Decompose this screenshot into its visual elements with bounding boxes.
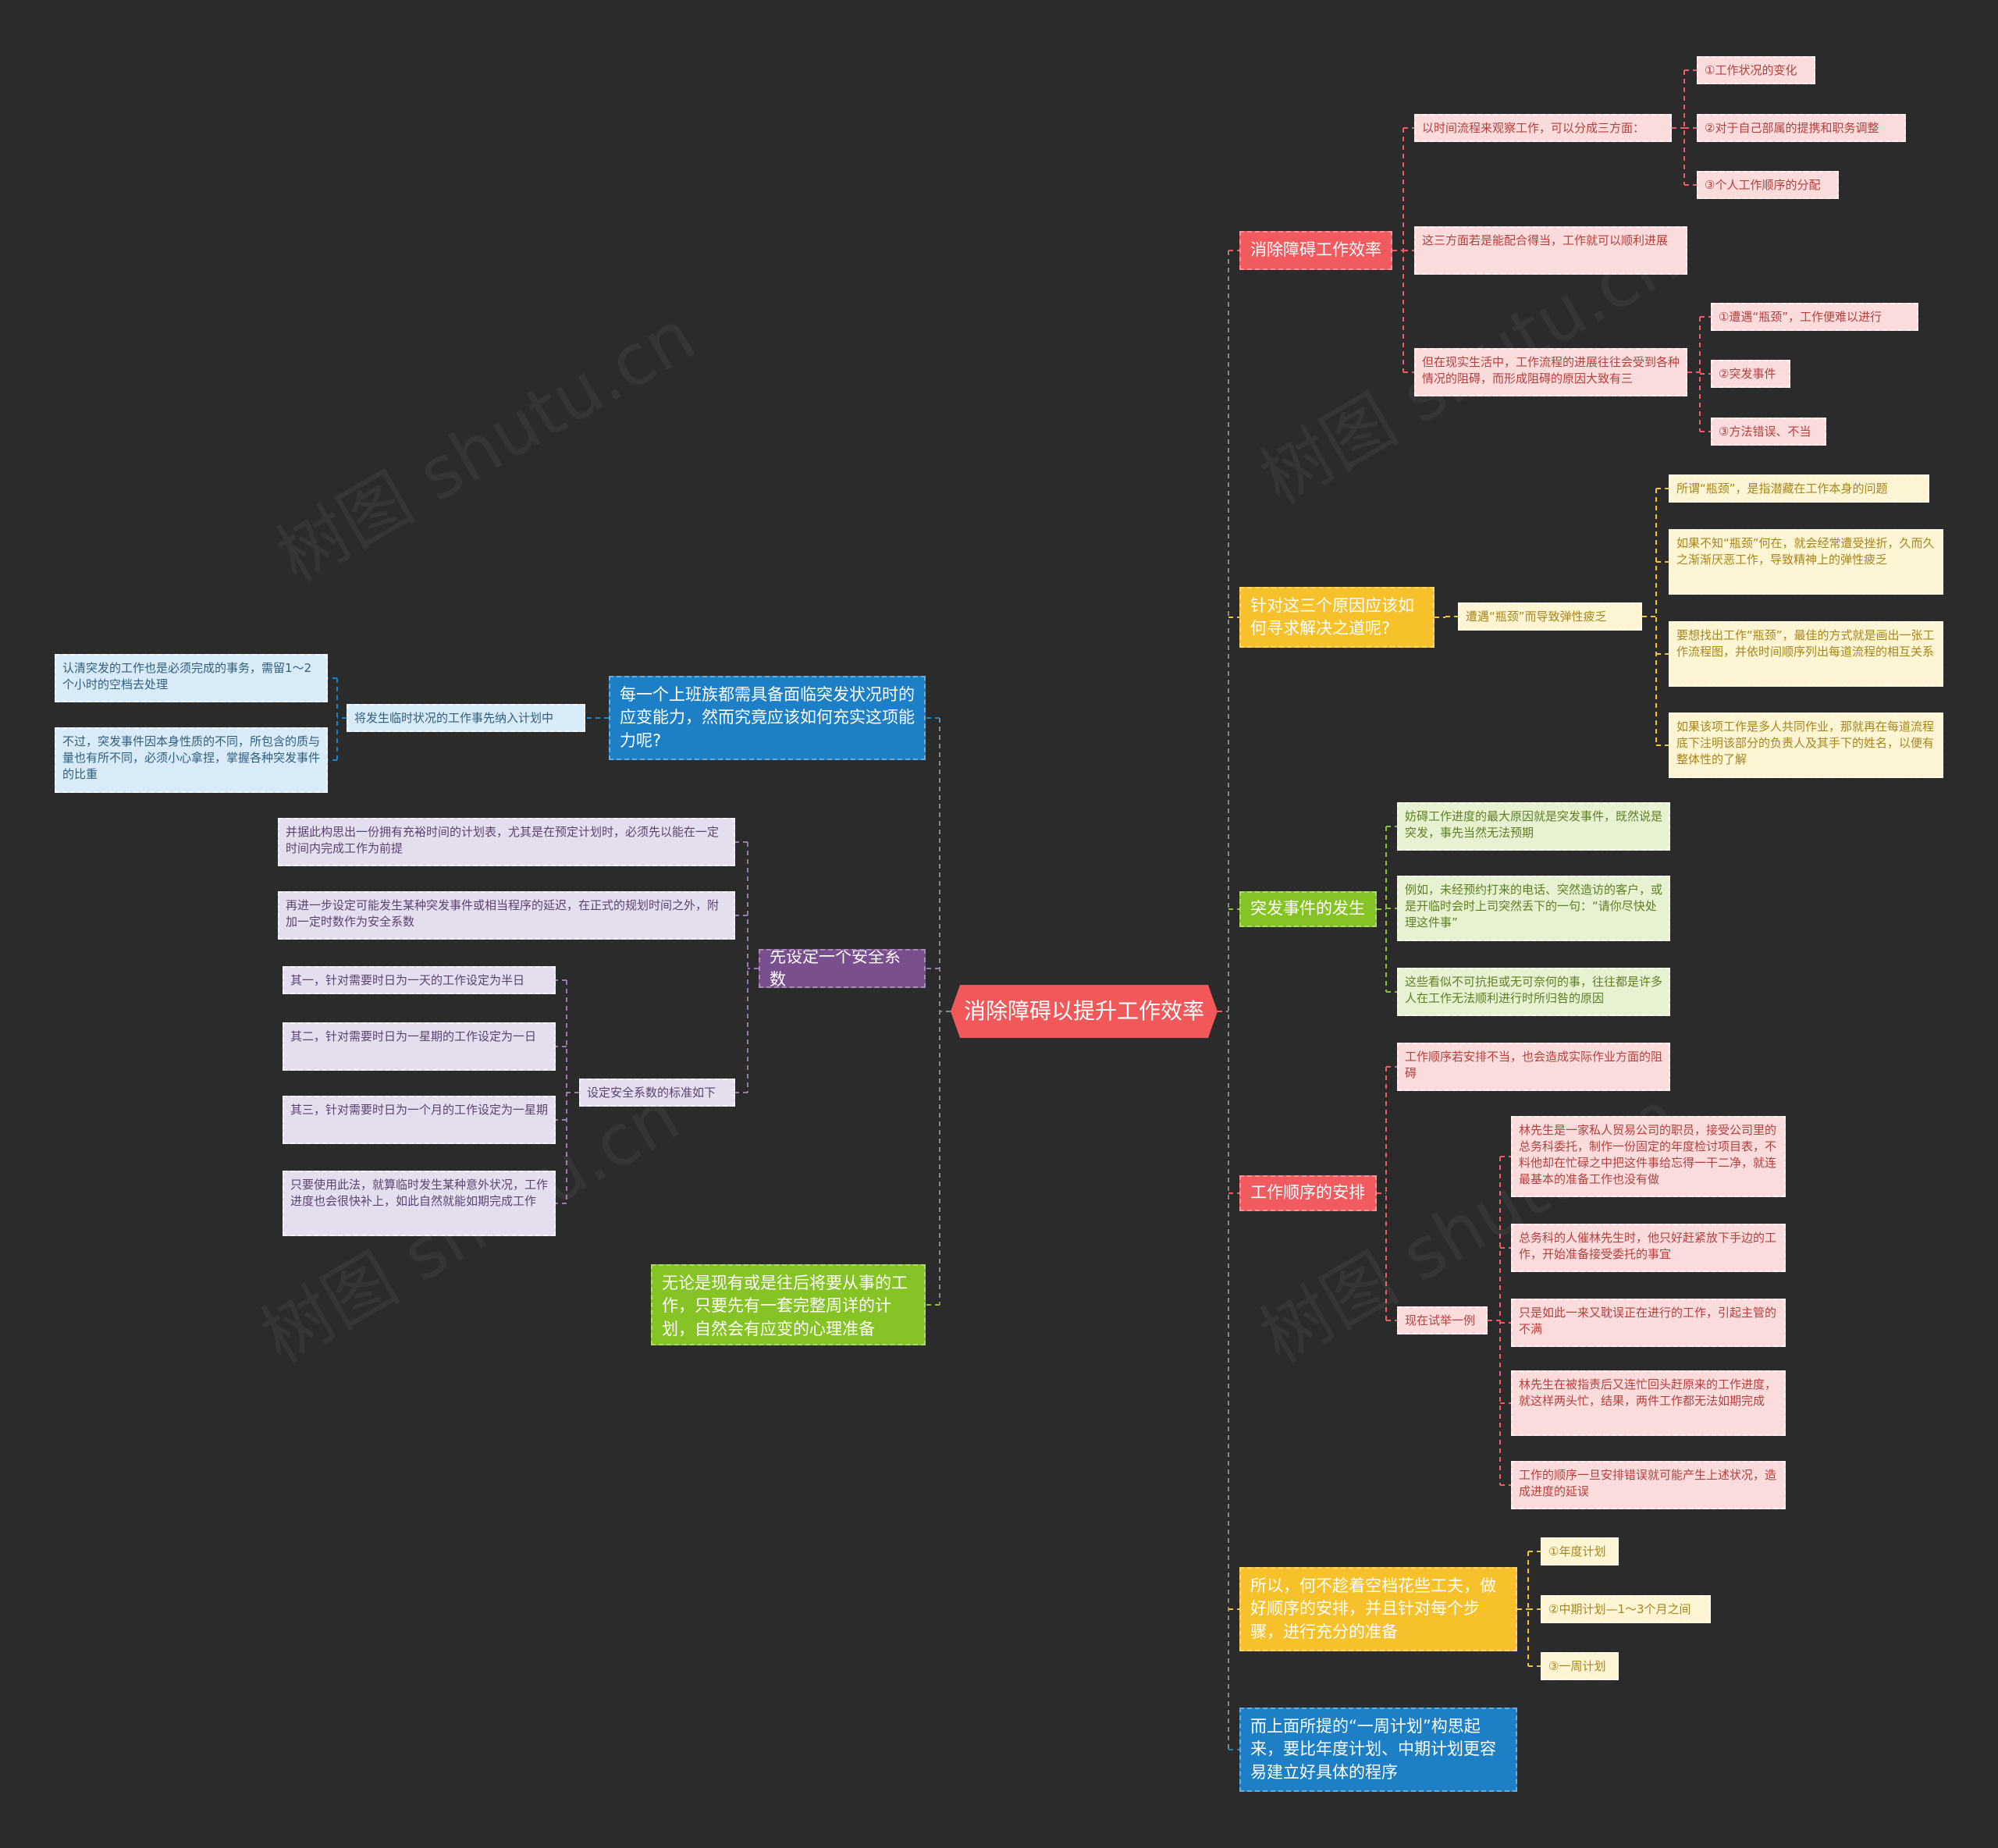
node-time-flow[interactable]: 以时间流程来观察工作，可以分成三方面： (1414, 114, 1672, 142)
node-reserve-time[interactable]: 认清突发的工作也是必须完成的事务，需留1～2个小时的空档去处理 (55, 654, 328, 702)
node-bottleneck-definition[interactable]: 所谓“瓶颈”，是指潜藏在工作本身的问题 (1669, 474, 1929, 503)
node-flowchart[interactable]: 要想找出工作“瓶颈”，最佳的方式就是画出一张工作流程图，并依时间顺序列出每道流程… (1669, 621, 1943, 687)
branch-weekly-plan-easier[interactable]: 而上面所提的“一周计划”构思起来，要比年度计划、中期计划更容易建立好具体的程序 (1239, 1708, 1517, 1792)
node-safety-standard[interactable]: 设定安全系数的标准如下 (579, 1079, 735, 1107)
node-bottleneck[interactable]: ①遭遇“瓶颈”，工作便难以进行 (1711, 303, 1918, 331)
node-smooth-progress[interactable]: 这三方面若是能配合得当，工作就可以顺利进展 (1414, 226, 1687, 275)
branch-work-order[interactable]: 工作顺序的安排 (1239, 1175, 1377, 1211)
node-team-work[interactable]: 如果该项工作是多人共同作业，那就再在每道流程底下注明该部分的负责人及其手下的姓名… (1669, 713, 1943, 778)
node-ample-schedule[interactable]: 并据此构思出一份拥有充裕时间的计划表，尤其是在预定计划时，必须先以能在一定时间内… (278, 818, 735, 866)
node-order-conclusion[interactable]: 工作的顺序一旦安排错误就可能产生上述状况，造成进度的延误 (1511, 1461, 1786, 1509)
node-example-calls[interactable]: 例如，未经预约打来的电话、突然造访的客户，或是开临时会时上司突然丢下的一句：“请… (1397, 876, 1670, 941)
branch-safety-factor[interactable]: 先设定一个安全系数 (759, 949, 926, 988)
node-standard-day[interactable]: 其一，针对需要时日为一天的工作设定为半日 (283, 966, 556, 994)
branch-preparation[interactable]: 所以，何不趁着空档花些工夫，做好顺序的安排，并且针对每个步骤，进行充分的准备 (1239, 1567, 1517, 1651)
node-wrong-method[interactable]: ③方法错误、不当 (1711, 418, 1826, 446)
node-excuses[interactable]: 这些看似不可抗拒或无可奈何的事，往往都是许多人在工作无法顺利进行时所归咎的原因 (1397, 968, 1670, 1016)
branch-adaptability[interactable]: 每一个上班族都需具备面临突发状况时的应变能力，然而究竟应该如何充实这项能力呢? (609, 676, 926, 760)
node-mr-lin-forgot[interactable]: 林先生是一家私人贸易公司的职员，接受公司里的总务科委托，制作一份固定的年度检讨项… (1511, 1116, 1786, 1197)
node-order-obstacle[interactable]: 工作顺序若安排不当，也会造成实际作业方面的阻碍 (1397, 1043, 1670, 1091)
branch-mental-preparation[interactable]: 无论是现有或是往后将要从事的工作，只要先有一套完整周详的计划，自然会有应变的心理… (651, 1264, 926, 1345)
node-biggest-reason[interactable]: 妨碍工作进度的最大原因就是突发事件，既然说是突发，事先当然无法预期 (1397, 802, 1670, 851)
node-bottleneck-frustration[interactable]: 如果不知“瓶颈”何在，就会经常遭受挫折，久而久之渐渐厌恶工作，导致精神上的弹性疲… (1669, 529, 1943, 595)
branch-eliminate-obstacles[interactable]: 消除障碍工作效率 (1239, 231, 1392, 270)
node-work-status-change[interactable]: ①工作状况的变化 (1697, 56, 1815, 84)
root-topic[interactable]: 消除障碍以提升工作效率 (951, 985, 1218, 1038)
node-weekly-plan[interactable]: ③一周计划 (1541, 1652, 1619, 1680)
node-emergency[interactable]: ②突发事件 (1711, 360, 1790, 388)
node-obstacle-reasons[interactable]: 但在现实生活中，工作流程的进展往往会受到各种情况的阻碍，而形成阻碍的原因大致有三 (1414, 348, 1687, 396)
node-extra-hours[interactable]: 再进一步设定可能发生某种突发事件或相当程序的延迟，在正式的规划时间之外，附加一定… (278, 891, 735, 940)
node-personal-order[interactable]: ③个人工作顺序的分配 (1697, 171, 1839, 199)
node-event-weight[interactable]: 不过，突发事件因本身性质的不同，所包含的质与量也有所不同，必须小心拿捏，掌握各种… (55, 727, 328, 793)
branch-emergencies[interactable]: 突发事件的发生 (1239, 891, 1377, 927)
branch-solutions[interactable]: 针对这三个原因应该如何寻求解决之道呢? (1239, 587, 1435, 648)
node-supervisor-unhappy[interactable]: 只是如此一来又耽误正在进行的工作，引起主管的不满 (1511, 1299, 1786, 1347)
node-subordinate-support[interactable]: ②对于自己部属的提携和职务调整 (1697, 114, 1906, 142)
node-standard-week[interactable]: 其二，针对需要时日为一星期的工作设定为一日 (283, 1022, 556, 1071)
node-standard-month[interactable]: 其三，针对需要时日为一个月的工作设定为一星期 (283, 1096, 556, 1144)
node-example[interactable]: 现在试举一例 (1397, 1306, 1488, 1334)
node-mr-lin-urged[interactable]: 总务科的人催林先生时，他只好赶紧放下手边的工作，开始准备接受委托的事宜 (1511, 1224, 1786, 1272)
node-midterm-plan[interactable]: ②中期计划—1～3个月之间 (1541, 1595, 1711, 1623)
node-annual-plan[interactable]: ①年度计划 (1541, 1537, 1619, 1565)
node-bottleneck-fatigue[interactable]: 遭遇“瓶颈”而导致弹性疲乏 (1458, 602, 1642, 631)
node-method-benefit[interactable]: 只要使用此法，就算临时发生某种意外状况，工作进度也会很快补上，如此自然就能如期完… (283, 1171, 556, 1236)
node-include-in-plan[interactable]: 将发生临时状况的工作事先纳入计划中 (347, 704, 585, 732)
node-both-delayed[interactable]: 林先生在被指责后又连忙回头赶原来的工作进度，就这样两头忙，结果，两件工作都无法如… (1511, 1370, 1786, 1436)
